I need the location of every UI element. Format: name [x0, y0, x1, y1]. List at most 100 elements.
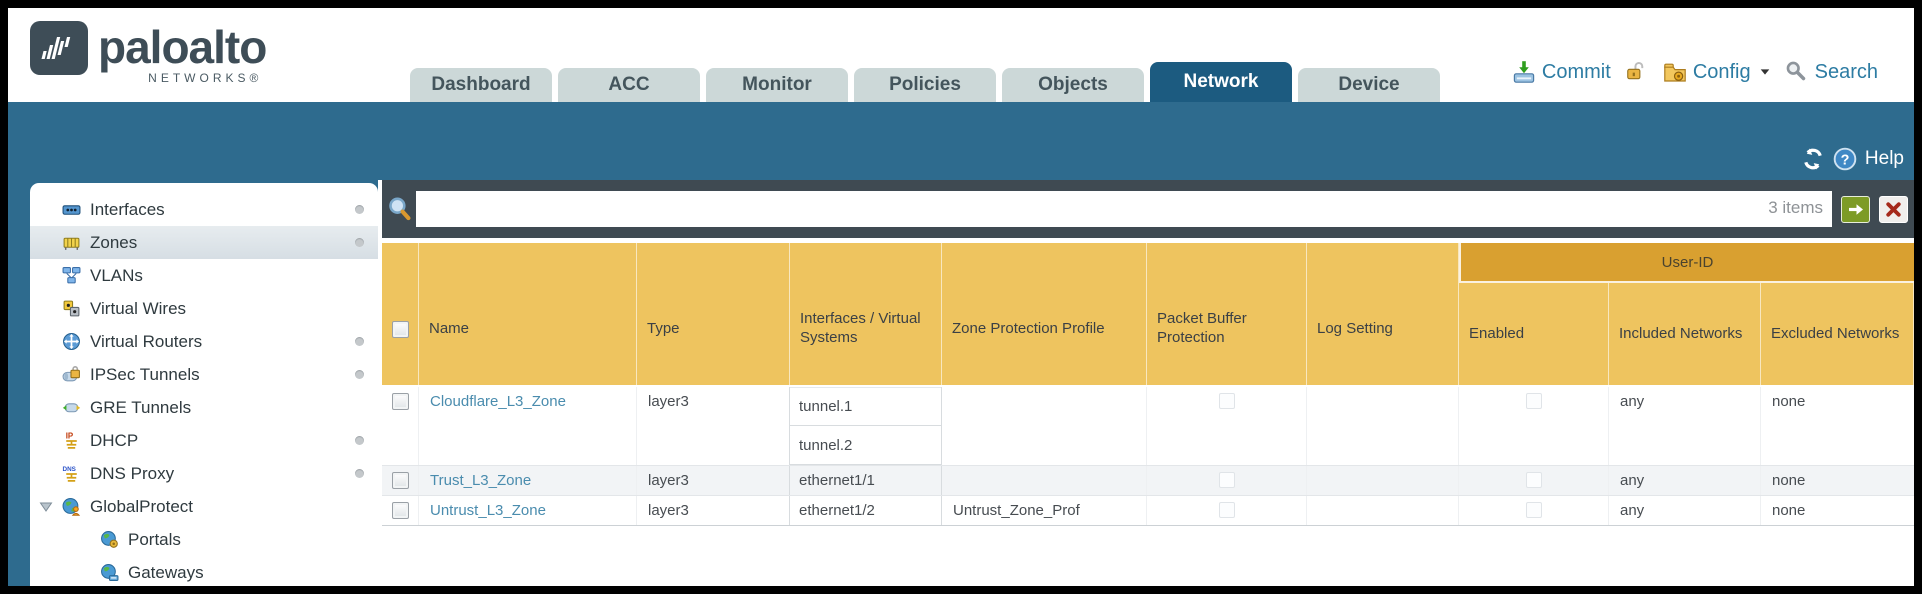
filter-input[interactable] — [416, 191, 1832, 227]
arrow-right-icon — [1846, 200, 1866, 219]
checkbox-disabled — [1525, 502, 1542, 518]
column-header-enabled[interactable]: Enabled — [1459, 283, 1609, 385]
status-dot — [355, 205, 364, 214]
checkbox-disabled — [1525, 393, 1542, 409]
main-area: 3 items — [378, 180, 1914, 586]
sidebar-item-label: Virtual Routers — [90, 331, 203, 351]
interface-entry: tunnel.1 — [790, 387, 941, 426]
sidebar-item-label: GRE Tunnels — [90, 397, 192, 417]
sidebar-item-label: Gateways — [128, 562, 204, 582]
column-header-log-setting[interactable]: Log Setting — [1307, 243, 1459, 385]
select-all-header[interactable] — [382, 243, 419, 385]
tab-network[interactable]: Network — [1150, 62, 1292, 102]
tab-monitor[interactable]: Monitor — [706, 68, 848, 102]
filter-input-wrap: 3 items — [416, 191, 1832, 227]
checkbox-disabled — [1218, 472, 1235, 488]
checkbox-disabled — [1525, 472, 1542, 488]
refresh-icon[interactable] — [1801, 147, 1825, 171]
zones-icon — [62, 233, 81, 252]
column-header-type[interactable]: Type — [637, 243, 790, 385]
tab-objects[interactable]: Objects — [1002, 68, 1144, 102]
zone-name-link[interactable]: Cloudflare_L3_Zone — [430, 393, 566, 410]
column-header-packet-buffer-protection[interactable]: Packet Buffer Protection — [1147, 243, 1307, 385]
log-setting-cell — [1307, 387, 1459, 465]
zone-type-cell: layer3 — [637, 387, 790, 465]
column-header-name[interactable]: Name — [419, 243, 637, 385]
sidebar-item-globalprotect[interactable]: GlobalProtect — [30, 490, 378, 523]
zone-name-link[interactable]: Trust_L3_Zone — [430, 472, 532, 489]
tab-acc[interactable]: ACC — [558, 68, 700, 102]
sidebar-item-virtual-wires[interactable]: Virtual Wires — [30, 292, 378, 325]
zone-type-cell: layer3 — [637, 496, 790, 525]
magnifier-icon — [387, 196, 413, 222]
column-header-excluded-networks[interactable]: Excluded Networks — [1761, 283, 1914, 385]
column-header-included-networks[interactable]: Included Networks — [1609, 283, 1761, 385]
sidebar-item-vlans[interactable]: VLANs — [30, 259, 378, 292]
search-button[interactable]: Search — [1785, 60, 1878, 84]
tab-dashboard[interactable]: Dashboard — [410, 68, 552, 102]
packet-buffer-cell — [1147, 466, 1307, 495]
subheader-band: ? Help — [8, 102, 1914, 180]
tab-device[interactable]: Device — [1298, 68, 1440, 102]
sidebar-item-interfaces[interactable]: Interfaces — [30, 193, 378, 226]
clear-filter-button[interactable] — [1879, 195, 1908, 223]
sidebar-item-label: Interfaces — [90, 199, 165, 219]
svg-text:DNS: DNS — [63, 466, 76, 473]
included-networks-cell: any — [1609, 387, 1761, 465]
column-header-zone-protection-profile[interactable]: Zone Protection Profile — [942, 243, 1147, 385]
brand-subtitle: NETWORKS® — [148, 71, 263, 85]
close-icon — [1884, 200, 1903, 219]
commit-button[interactable]: Commit — [1512, 60, 1611, 84]
status-dot — [355, 469, 364, 478]
column-header-interfaces-virtual-systems[interactable]: Interfaces / Virtual Systems — [790, 243, 942, 385]
row-checkbox[interactable] — [391, 472, 409, 489]
tab-policies[interactable]: Policies — [854, 68, 996, 102]
zone-name-link[interactable]: Untrust_L3_Zone — [430, 502, 546, 519]
included-networks-cell: any — [1609, 496, 1761, 525]
sidebar-item-gateways[interactable]: Gateways — [30, 556, 378, 586]
zone-interfaces-cell: ethernet1/2 — [789, 496, 942, 525]
sidebar-item-label: DHCP — [90, 430, 139, 450]
user-id-enabled-cell — [1459, 496, 1609, 525]
lock-button[interactable] — [1625, 60, 1649, 84]
sidebar-item-label: IPSec Tunnels — [90, 364, 200, 384]
zone-protection-cell — [942, 466, 1147, 495]
config-icon — [1663, 60, 1687, 84]
apply-filter-button[interactable] — [1841, 195, 1870, 223]
help-label[interactable]: Help — [1864, 148, 1904, 169]
search-button-label: Search — [1814, 60, 1878, 83]
row-checkbox[interactable] — [391, 393, 409, 410]
sidebar-item-gre-tunnels[interactable]: GRE Tunnels — [30, 391, 378, 424]
virtual-wires-icon — [62, 299, 81, 318]
zone-protection-cell — [942, 387, 1147, 465]
svg-text:IP: IP — [66, 431, 73, 440]
search-icon — [1785, 60, 1809, 84]
sidebar-item-label: Virtual Wires — [90, 298, 187, 318]
sidebar-item-ipsec-tunnels[interactable]: IPSec Tunnels — [30, 358, 378, 391]
sidebar-item-portals[interactable]: Portals — [30, 523, 378, 556]
sidebar-item-zones[interactable]: Zones — [30, 226, 378, 259]
expander-down-icon[interactable] — [38, 500, 54, 514]
row-checkbox[interactable] — [391, 502, 409, 519]
select-all-checkbox[interactable] — [391, 320, 409, 338]
log-setting-cell — [1307, 466, 1459, 495]
status-dot — [355, 337, 364, 346]
portals-icon — [100, 530, 119, 549]
config-menu-button[interactable]: Config — [1663, 60, 1771, 84]
sidebar-item-dhcp[interactable]: IP DHCP — [30, 424, 378, 457]
interfaces-icon — [62, 200, 81, 219]
user-id-group-header: User-ID — [1459, 243, 1914, 283]
paloalto-logo: paloalto NETWORKS® — [30, 21, 267, 85]
commit-button-label: Commit — [1541, 60, 1611, 83]
help-icon[interactable]: ? — [1833, 147, 1857, 171]
virtual-routers-icon — [62, 332, 81, 351]
sidebar-item-virtual-routers[interactable]: Virtual Routers — [30, 325, 378, 358]
